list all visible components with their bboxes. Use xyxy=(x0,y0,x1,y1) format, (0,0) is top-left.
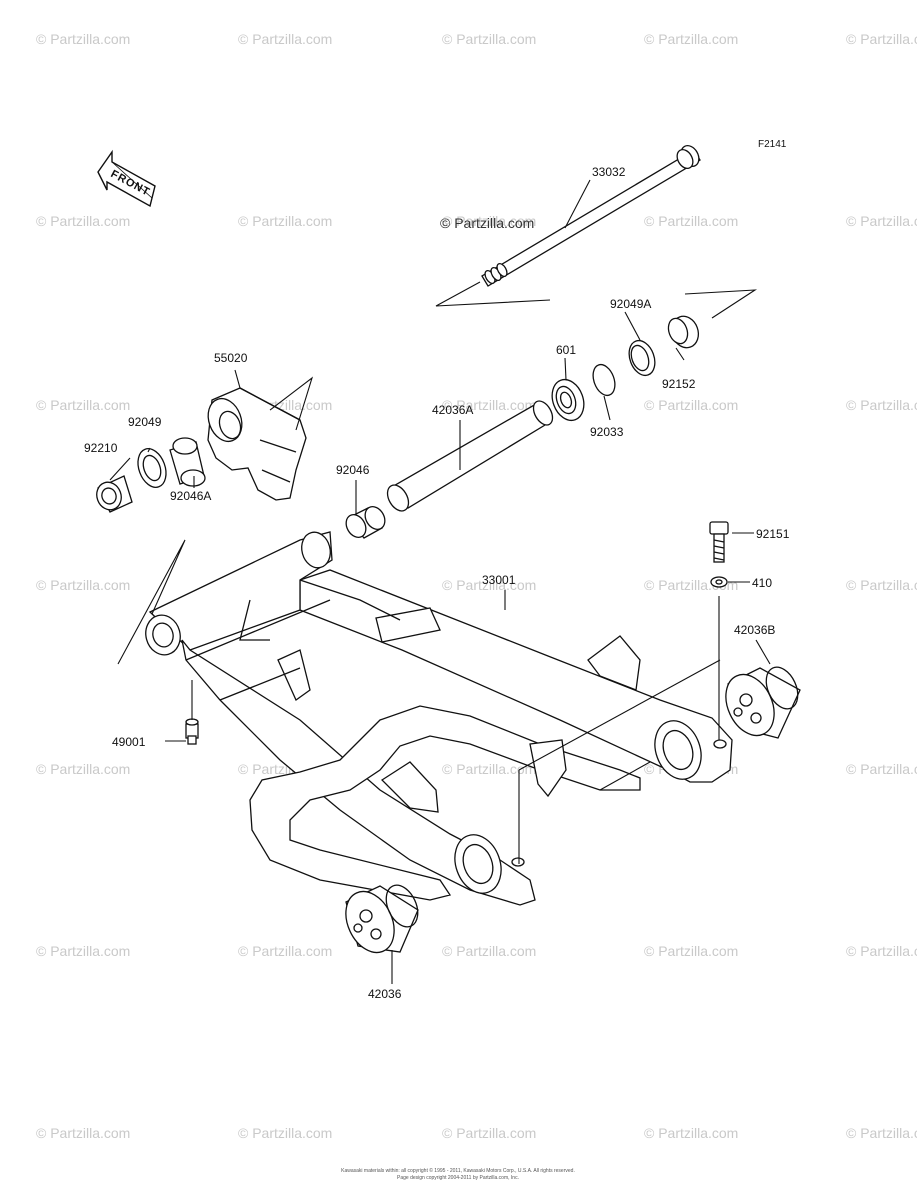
watermark-text: © Partzilla.com xyxy=(36,31,130,47)
watermark-text: © Partzilla.com xyxy=(238,943,332,959)
swingarm-33001-part[interactable] xyxy=(141,529,733,906)
eccentric-42036-part[interactable] xyxy=(337,880,424,960)
bolt-92151-part[interactable] xyxy=(709,521,729,563)
watermark-text: © Partzilla.com xyxy=(442,213,536,229)
label-92152[interactable]: 92152 xyxy=(662,377,696,391)
watermark-text: © Partzilla.com xyxy=(846,761,917,777)
watermark-text: © Partzilla.com xyxy=(644,397,738,413)
label-601[interactable]: 601 xyxy=(556,343,576,357)
label-42036B[interactable]: 42036B xyxy=(734,623,775,637)
pivot-shaft-part[interactable] xyxy=(481,142,702,287)
watermark-text: © Partzilla.com xyxy=(644,213,738,229)
label-49001[interactable]: 49001 xyxy=(112,735,146,749)
center-watermark: © Partzilla.com xyxy=(440,215,534,231)
watermark-text: © Partzilla.com xyxy=(846,213,917,229)
watermark-text: © Partzilla.com xyxy=(238,31,332,47)
watermark-text: © Partzilla.com xyxy=(846,943,917,959)
label-42036A[interactable]: 42036A xyxy=(432,403,473,417)
label-92046[interactable]: 92046 xyxy=(336,463,370,477)
footer-page-design: Page design copyright 2004-2011 by Partz… xyxy=(397,1175,519,1181)
label-42036[interactable]: 42036 xyxy=(368,987,402,1001)
ball-bearing-601-part[interactable] xyxy=(547,375,590,425)
watermark-text: © Partzilla.com xyxy=(36,943,130,959)
grease-fitting-49001-part[interactable] xyxy=(185,718,199,745)
label-92046A[interactable]: 92046A xyxy=(170,489,211,503)
circlip-92033-part[interactable] xyxy=(589,362,619,399)
label-410[interactable]: 410 xyxy=(752,576,772,590)
needle-bearing-92046-part[interactable] xyxy=(342,503,389,541)
part-labels: 33032 92049A 601 92152 92033 55020 42036… xyxy=(84,165,790,1001)
diagram-code: F2141 xyxy=(758,139,787,150)
watermark-text: © Partzilla.com xyxy=(442,577,536,593)
eccentric-42036B-part[interactable] xyxy=(717,662,804,743)
needle-bearing-92046A-part[interactable] xyxy=(169,437,206,487)
seal-92049-part[interactable] xyxy=(133,445,171,491)
watermark-text: © Partzilla.com xyxy=(846,397,917,413)
watermark-text: © Partzilla.com xyxy=(442,943,536,959)
label-92210[interactable]: 92210 xyxy=(84,441,118,455)
watermark-layer: © Partzilla.com © Partzilla.com © Partzill… xyxy=(36,31,917,1141)
sleeve-42036A-part[interactable] xyxy=(383,398,556,515)
watermark-text: © Partzilla.com xyxy=(846,31,917,47)
watermark-text: © Partzilla.com xyxy=(442,397,536,413)
washer-410-part[interactable] xyxy=(710,576,728,588)
watermark-text: © Partzilla.com xyxy=(846,1125,917,1141)
watermark-text: © Partzilla.com xyxy=(846,577,917,593)
label-92151[interactable]: 92151 xyxy=(756,527,790,541)
seal-92049A-part[interactable] xyxy=(625,337,660,379)
watermark-text: © Partzilla.com xyxy=(36,397,130,413)
label-33001[interactable]: 33001 xyxy=(482,573,516,587)
watermark-text: © Partzilla.com xyxy=(442,1125,536,1141)
watermark-text: © Partzilla.com xyxy=(238,1125,332,1141)
collar-92152-part[interactable] xyxy=(665,313,703,352)
watermark-text: © Partzilla.com xyxy=(644,1125,738,1141)
watermark-text: © Partzilla.com xyxy=(36,1125,130,1141)
collar-92210-part[interactable] xyxy=(93,475,133,513)
watermark-text: © Partzilla.com xyxy=(644,31,738,47)
watermark-text: © Partzilla.com xyxy=(36,761,130,777)
label-33032[interactable]: 33032 xyxy=(592,165,626,179)
watermark-text: © Partzilla.com xyxy=(36,213,130,229)
label-55020[interactable]: 55020 xyxy=(214,351,248,365)
watermark-text: © Partzilla.com xyxy=(644,943,738,959)
watermark-text: © Partzilla.com xyxy=(442,761,536,777)
watermark-text: © Partzilla.com xyxy=(36,577,130,593)
front-arrow-icon: FRONT xyxy=(97,149,156,208)
label-92033[interactable]: 92033 xyxy=(590,425,624,439)
chain-guide-55020-part[interactable] xyxy=(202,387,307,501)
footer-copyright: Kawasaki materials within: all copyright… xyxy=(341,1167,575,1174)
watermark-text: © Partzilla.com xyxy=(442,31,536,47)
watermark-text: © Partzilla.com xyxy=(238,213,332,229)
label-92049[interactable]: 92049 xyxy=(128,415,162,429)
label-92049A[interactable]: 92049A xyxy=(610,297,651,311)
